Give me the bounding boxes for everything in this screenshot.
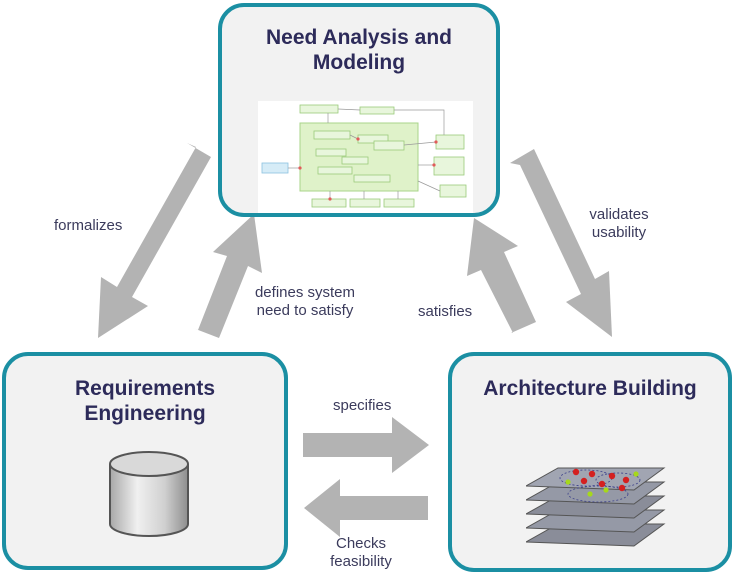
label-defines-system-need: defines system need to satisfy: [254, 284, 356, 319]
requirements-engineering-title: Requirements Engineering: [74, 377, 216, 425]
arrow-checks-feasibility: [304, 479, 428, 537]
label-specifies: specifies: [333, 397, 392, 414]
arrow-formalizes: [98, 143, 211, 338]
label-validates-usability: validates usability: [589, 206, 649, 241]
need-analysis-title: Need Analysis and Modeling: [266, 26, 452, 74]
arrow-specifies: [303, 417, 429, 473]
architecture-building-title: Architecture Building: [483, 377, 697, 400]
database-cylinder-icon: [109, 451, 189, 537]
architecture-building-box: Architecture Building: [448, 352, 732, 572]
need-analysis-box: Need Analysis and Modeling: [218, 3, 500, 217]
label-satisfies: satisfies: [418, 303, 473, 320]
arrow-validates-usability: [510, 149, 612, 337]
label-formalizes: formalizes: [54, 217, 123, 234]
arrow-defines-system-need: [193, 214, 262, 338]
arrow-satisfies: [467, 218, 536, 333]
model-diagram-icon: [258, 101, 473, 213]
requirements-engineering-box: Requirements Engineering: [2, 352, 288, 570]
layered-architecture-icon: [526, 467, 666, 547]
label-checks-feasibility: Checks feasibility: [330, 535, 392, 570]
